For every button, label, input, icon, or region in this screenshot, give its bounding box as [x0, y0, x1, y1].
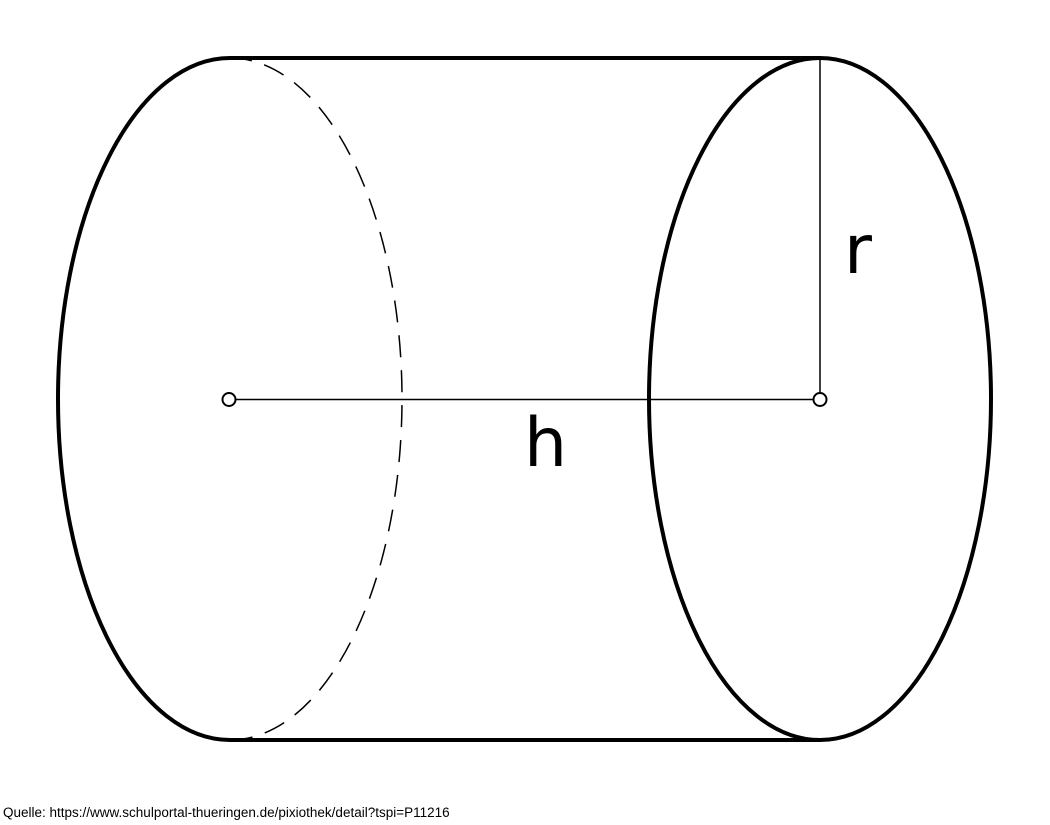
left-base-visible-arc	[56, 56, 231, 742]
left-center-point	[221, 392, 237, 407]
right-center-point	[812, 392, 828, 407]
height-label: h	[524, 404, 567, 483]
source-caption: Quelle: https://www.schulportal-thuering…	[3, 805, 450, 820]
radius-label: r	[844, 211, 872, 290]
